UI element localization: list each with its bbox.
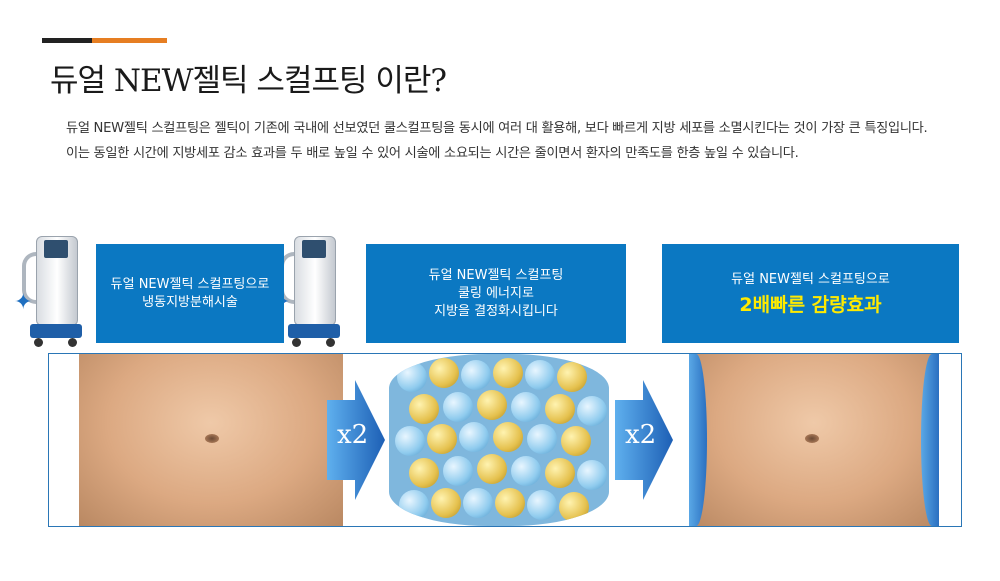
title-accent-line [42, 38, 167, 43]
contour-right [921, 354, 939, 526]
right-arrow-icon [615, 380, 673, 500]
step-box-1: 듀얼 NEW젤틱 스컬프팅으로 냉동지방분해시술 [96, 244, 284, 343]
coolsculpting-machine-icon: ✦ [272, 228, 352, 353]
arrow-2-label: x2 [625, 420, 657, 450]
step-box-3: 듀얼 NEW젤틱 스컬프팅으로 2배빠른 감량효과 [662, 244, 959, 343]
step-1-line-2: 냉동지방분해시술 [142, 294, 238, 310]
description-paragraph: 듀얼 NEW젤틱 스컬프팅은 젤틱이 기존에 국내에 선보였던 쿨스컬프팅을 동… [66, 121, 928, 161]
step-2-line-1: 듀얼 NEW젤틱 스컬프팅 [428, 267, 564, 283]
coolsculpting-machine-icon: ✦ [14, 228, 94, 353]
accent-line-dark [42, 38, 92, 43]
right-arrow-icon [327, 380, 385, 500]
page-title: 듀얼 NEW젤틱 스컬프팅 이란? [50, 63, 447, 99]
step-box-2: 듀얼 NEW젤틱 스컬프팅 쿨링 에너지로 지방을 결정화시킵니다 [366, 244, 626, 343]
belly-before-image [79, 354, 343, 526]
step-2-line-3: 지방을 결정화시킵니다 [434, 303, 558, 319]
step-3-line-1: 듀얼 NEW젤틱 스컬프팅으로 [731, 271, 890, 287]
step-1-line-1: 듀얼 NEW젤틱 스컬프팅으로 [110, 276, 270, 292]
fat-crystallization-image [389, 354, 609, 526]
belly-after-image [689, 354, 939, 526]
step-3-highlight: 2배빠른 감량효과 [739, 293, 882, 316]
contour-left [689, 354, 707, 526]
arrow-1-label: x2 [337, 420, 369, 450]
step-2-line-2: 쿨링 에너지로 [458, 285, 534, 301]
accent-line-orange [92, 38, 167, 43]
before-after-illustration: x2 [48, 353, 962, 527]
